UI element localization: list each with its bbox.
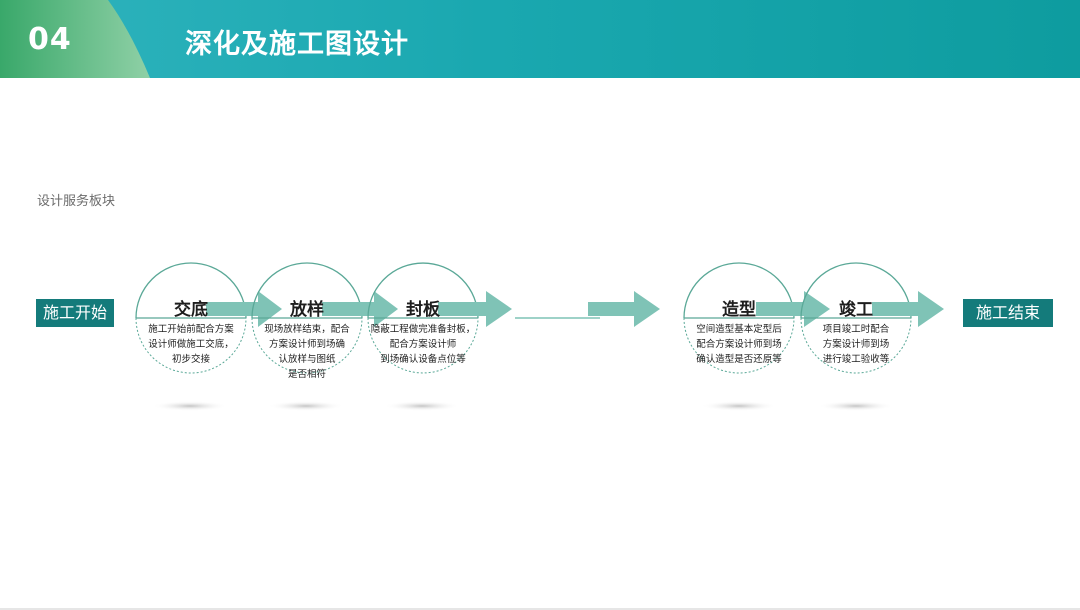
desc-line: 空间造型基本定型后 [696, 324, 782, 335]
step-shadow [701, 401, 777, 411]
step-shadow [268, 401, 344, 411]
section-number: 04 [28, 22, 72, 57]
middle-arrow-icon [588, 291, 660, 327]
step-label: 交底 [174, 300, 208, 320]
desc-line: 是否相符 [287, 369, 326, 380]
step-label: 封板 [406, 300, 440, 320]
desc-line: 配合方案设计师 [389, 339, 457, 350]
step-description: 隐蔽工程做完准备封板， 配合方案设计师 到场确认设备点位等 [363, 322, 483, 367]
step-label: 竣工 [839, 300, 873, 320]
desc-line: 现场放样结束，配合 [264, 324, 350, 335]
step-description: 施工开始前配合方案 设计师做施工交底， 初步交接 [136, 322, 246, 367]
desc-line: 方案设计师到场确 [268, 339, 345, 350]
footer-divider [0, 608, 1080, 610]
step-label: 放样 [290, 300, 324, 320]
step-description: 空间造型基本定型后 配合方案设计师到场 确认造型是否还原等 [684, 322, 794, 367]
step-label: 造型 [722, 300, 756, 320]
step-circle-top [135, 262, 247, 319]
step-shadow [818, 401, 894, 411]
step-description: 现场放样结束，配合 方案设计师到场确 认放样与图纸 是否相符 [252, 322, 362, 382]
desc-line: 项目竣工时配合 [822, 324, 890, 335]
desc-line: 进行竣工验收等 [822, 354, 890, 365]
desc-line: 隐蔽工程做完准备封板， [370, 324, 476, 335]
step-circle-bottom [135, 317, 247, 374]
step-shadow [384, 401, 460, 411]
step-shadow [152, 401, 228, 411]
desc-line: 到场确认设备点位等 [380, 354, 466, 365]
flow-step-3 [367, 262, 512, 411]
desc-line: 方案设计师到场 [822, 339, 890, 350]
arrow-icon [438, 291, 512, 327]
desc-line: 配合方案设计师到场 [696, 339, 782, 350]
step-description: 项目竣工时配合 方案设计师到场 进行竣工验收等 [801, 322, 911, 367]
header-band [0, 0, 1080, 78]
section-subtitle: 设计服务板块 [37, 194, 116, 209]
desc-line: 初步交接 [171, 354, 210, 365]
page-title: 深化及施工图设计 [185, 29, 409, 60]
header-decoration [0, 0, 150, 78]
end-node: 施工结束 [963, 299, 1053, 327]
flow-step-4 [683, 262, 830, 411]
desc-line: 设计师做施工交底， [148, 339, 234, 350]
arrow-icon [872, 291, 944, 327]
desc-line: 确认造型是否还原等 [696, 354, 782, 365]
flow-step-5 [800, 262, 944, 411]
desc-line: 认放样与图纸 [278, 354, 336, 365]
start-node: 施工开始 [36, 299, 114, 327]
desc-line: 施工开始前配合方案 [148, 324, 234, 335]
